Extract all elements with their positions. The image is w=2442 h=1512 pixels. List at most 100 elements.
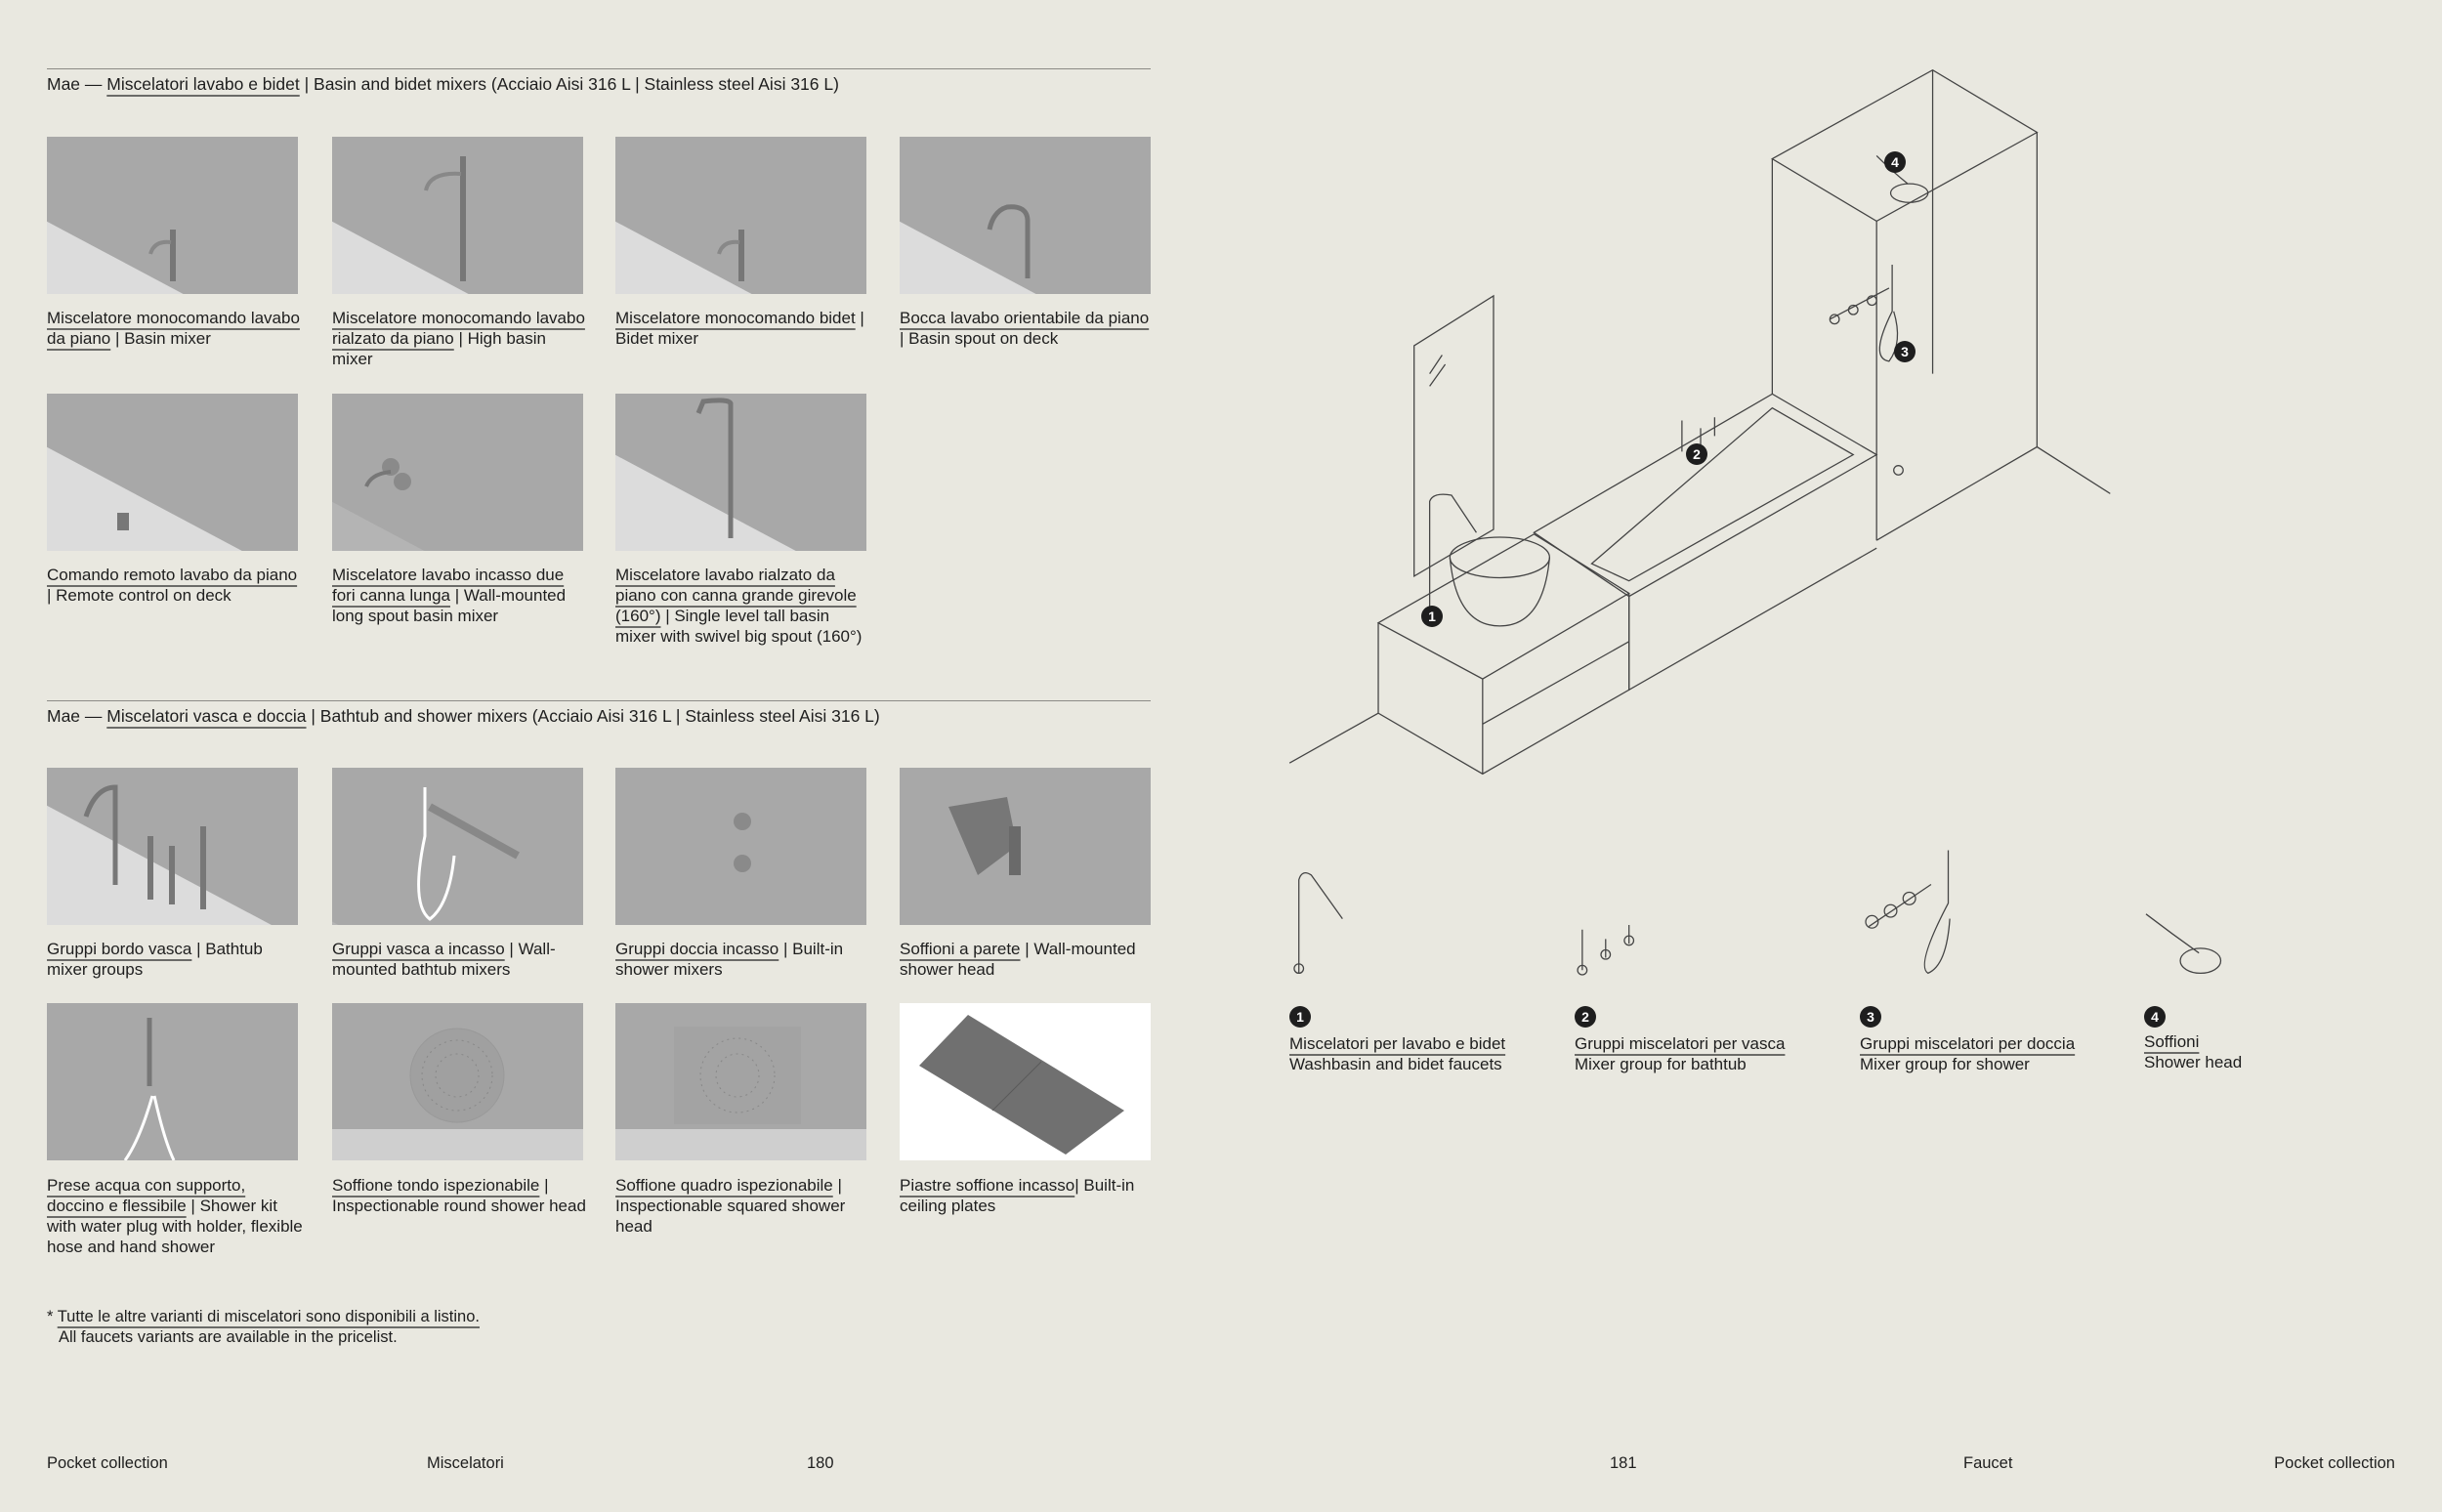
product-image-tall-swivel-mixer <box>615 394 866 551</box>
caption: Gruppi doccia incasso | Built-in shower … <box>615 939 871 980</box>
caption-link[interactable]: Miscelatore monocomando lavabo da piano <box>47 309 300 348</box>
caption-link[interactable]: Miscelatore monocomando lavabo rialzato … <box>332 309 585 348</box>
product-image-square-shower-head <box>615 1003 866 1160</box>
caption-en: | Bathtub mixer groups <box>47 940 263 979</box>
section-heading-basin: Mae — Miscelatori lavabo e bidet | Basin… <box>47 74 839 95</box>
heading-prefix: Mae — <box>47 74 103 94</box>
caption-link[interactable]: Gruppi bordo vasca <box>47 940 192 958</box>
product-image-shower-kit <box>47 1003 298 1160</box>
caption: Gruppi vasca a incasso | Wall-mounted ba… <box>332 939 588 980</box>
caption: Soffioni a parete | Wall-mounted shower … <box>900 939 1156 980</box>
caption-en: | Bidet mixer <box>615 309 864 348</box>
caption-link[interactable]: Soffioni a parete <box>900 940 1021 958</box>
footnote-en: All faucets variants are available in th… <box>59 1328 398 1346</box>
heading-rest: | Bathtub and shower mixers (Acciaio Ais… <box>306 706 880 726</box>
caption-link[interactable]: Gruppi doccia incasso <box>615 940 779 958</box>
product-image-round-shower-head <box>332 1003 583 1160</box>
caption: Prese acqua con supporto, doccino e fles… <box>47 1175 303 1257</box>
caption-en: | Built-in ceiling plates <box>900 1176 1135 1215</box>
heading-rest: | Basin and bidet mixers (Acciaio Aisi 3… <box>299 74 839 94</box>
legend-link[interactable]: Gruppi miscelatori per doccia <box>1860 1034 2076 1053</box>
footer-collection-left: Pocket collection <box>47 1454 168 1472</box>
caption-en: | Wall-mounted long spout basin mixer <box>332 586 567 625</box>
caption: Miscelatore lavabo incasso due fori cann… <box>332 565 588 626</box>
footnote-link[interactable]: Tutte le altre varianti di miscelatori s… <box>57 1308 480 1325</box>
caption: Miscelatore monocomando lavabo rialzato … <box>332 308 588 369</box>
product-image-basin-spout <box>900 137 1151 294</box>
product-image-ceiling-plates <box>900 1003 1151 1160</box>
caption-en: | High basin mixer <box>332 329 546 368</box>
caption-en: | Inspectionable round shower head <box>332 1176 586 1215</box>
legend-item-shower-head: 4 Soffioni Shower head <box>2144 1006 2418 1072</box>
footer-section-left: Miscelatori <box>427 1454 504 1472</box>
legend-item-shower: 3 Gruppi miscelatori per doccia Mixer gr… <box>1860 1006 2133 1074</box>
heading-link[interactable]: Miscelatori lavabo e bidet <box>106 74 300 94</box>
section-heading-bath-shower: Mae — Miscelatori vasca e doccia | Batht… <box>47 706 880 727</box>
caption-link[interactable]: Soffione quadro ispezionabile <box>615 1176 833 1195</box>
product-image-wall-bathtub-mixers <box>332 768 583 925</box>
caption: Piastre soffione incasso| Built-in ceili… <box>900 1175 1156 1216</box>
diagram-marker-3: 3 <box>1894 341 1916 362</box>
legend-number: 1 <box>1289 1006 1311 1028</box>
page-number-left: 180 <box>807 1454 834 1472</box>
caption-link[interactable]: Prese acqua con supporto, doccino e fles… <box>47 1176 246 1215</box>
page-number-right: 181 <box>1610 1454 1637 1472</box>
caption-link[interactable]: Miscelatore lavabo rialzato da piano con… <box>615 566 857 625</box>
caption-en: | Single level tall basin mixer with swi… <box>615 607 863 646</box>
caption-en: | Inspectionable squared shower head <box>615 1176 846 1236</box>
product-image-remote-control <box>47 394 298 551</box>
diagram-marker-1: 1 <box>1421 606 1443 627</box>
product-image-wall-basin-mixer <box>332 394 583 551</box>
footnote-asterisk: * <box>47 1308 54 1325</box>
caption-link[interactable]: Miscelatore monocomando bidet <box>615 309 856 327</box>
section-divider <box>47 700 1151 701</box>
legend-item-basin: 1 Miscelatori per lavabo e bidet Washbas… <box>1289 1006 1563 1074</box>
caption-link[interactable]: Soffione tondo ispezionabile <box>332 1176 540 1195</box>
heading-link[interactable]: Miscelatori vasca e doccia <box>106 706 307 726</box>
caption-link[interactable]: Piastre soffione incasso <box>900 1176 1075 1195</box>
caption-en: | Wall-mounted bathtub mixers <box>332 940 556 979</box>
caption: Comando remoto lavabo da piano | Remote … <box>47 565 303 606</box>
caption: Soffione quadro ispezionabile | Inspecti… <box>615 1175 871 1237</box>
diagram-marker-4: 4 <box>1884 151 1906 173</box>
caption: Miscelatore lavabo rialzato da piano con… <box>615 565 871 647</box>
product-image-basin-mixer <box>47 137 298 294</box>
caption-en: | Built-in shower mixers <box>615 940 844 979</box>
caption: Miscelatore monocomando bidet | Bidet mi… <box>615 308 871 349</box>
heading-prefix: Mae — <box>47 706 103 726</box>
caption-link[interactable]: Miscelatore lavabo incasso due fori cann… <box>332 566 565 605</box>
section-divider <box>47 68 1151 69</box>
caption: Gruppi bordo vasca | Bathtub mixer group… <box>47 939 303 980</box>
footnote: * Tutte le altre varianti di miscelatori… <box>47 1307 480 1348</box>
caption-en: | Shower kit with water plug with holder… <box>47 1197 303 1256</box>
caption: Soffione tondo ispezionabile | Inspectio… <box>332 1175 588 1216</box>
product-image-wall-shower-head <box>900 768 1151 925</box>
product-image-bidet-mixer <box>615 137 866 294</box>
legend-number: 3 <box>1860 1006 1881 1028</box>
footer-collection-right: Pocket collection <box>2274 1454 2395 1472</box>
caption-link[interactable]: Bocca lavabo orientabile da piano <box>900 309 1150 327</box>
caption: Miscelatore monocomando lavabo da piano … <box>47 308 303 349</box>
caption-en: | Basin spout on deck <box>900 329 1059 348</box>
legend-item-bathtub: 2 Gruppi miscelatori per vasca Mixer gro… <box>1575 1006 1848 1074</box>
legend-link[interactable]: Miscelatori per lavabo e bidet <box>1289 1034 1506 1053</box>
footer-section-right: Faucet <box>1963 1454 2013 1472</box>
legend-number: 4 <box>2144 1006 2166 1028</box>
legend-en: Washbasin and bidet faucets <box>1289 1055 1502 1073</box>
product-image-high-basin-mixer <box>332 137 583 294</box>
diagram-marker-2: 2 <box>1686 443 1707 465</box>
legend-link[interactable]: Gruppi miscelatori per vasca <box>1575 1034 1786 1053</box>
legend-en: Mixer group for shower <box>1860 1055 2030 1073</box>
legend-number: 2 <box>1575 1006 1596 1028</box>
legend-en: Shower head <box>2144 1053 2243 1071</box>
caption-en: | Wall-mounted shower head <box>900 940 1136 979</box>
legend-en: Mixer group for bathtub <box>1575 1055 1747 1073</box>
product-image-built-in-shower-mixers <box>615 768 866 925</box>
caption: Bocca lavabo orientabile da piano | Basi… <box>900 308 1156 349</box>
legend-link[interactable]: Soffioni <box>2144 1032 2200 1051</box>
caption-link[interactable]: Gruppi vasca a incasso <box>332 940 505 958</box>
caption-en: | Basin mixer <box>110 329 211 348</box>
caption-link[interactable]: Comando remoto lavabo da piano <box>47 566 298 584</box>
caption-en: | Remote control on deck <box>47 586 232 605</box>
